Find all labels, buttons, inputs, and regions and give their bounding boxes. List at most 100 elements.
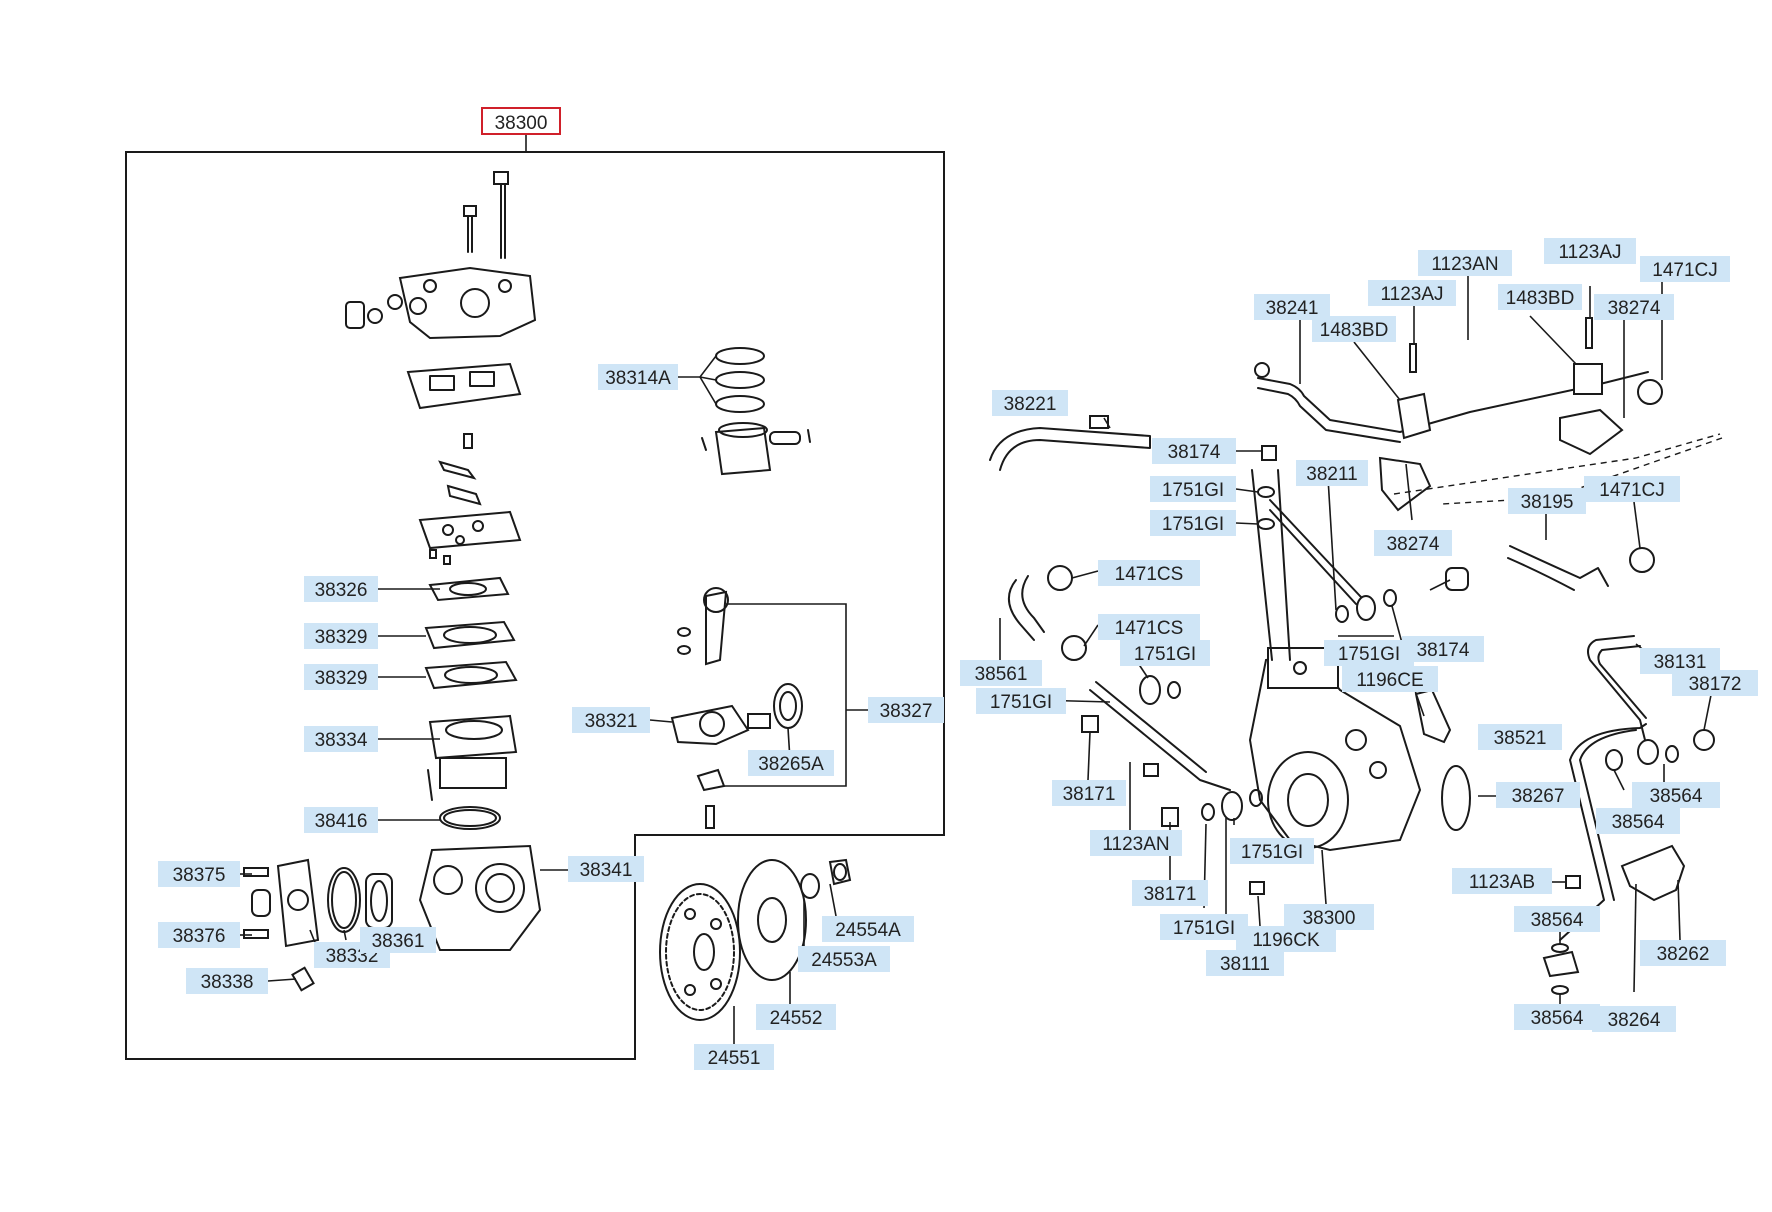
- part-label[interactable]: 38274: [1374, 530, 1452, 556]
- svg-text:38334: 38334: [315, 730, 368, 751]
- part-label[interactable]: 38211: [1296, 460, 1368, 486]
- svg-text:38321: 38321: [585, 711, 638, 732]
- part-label[interactable]: 38171: [1132, 880, 1208, 906]
- svg-text:38376: 38376: [173, 926, 226, 947]
- svg-text:1196CK: 1196CK: [1252, 930, 1320, 951]
- part-label[interactable]: 38338: [186, 968, 268, 994]
- part-label[interactable]: 38375: [158, 861, 240, 887]
- part-label[interactable]: 38300: [1284, 904, 1374, 930]
- part-label[interactable]: 38561: [960, 660, 1042, 686]
- svg-text:1123AN: 1123AN: [1431, 254, 1498, 275]
- fuel-pump-parts-drawings: [989, 317, 1723, 995]
- part-label[interactable]: 38241: [1254, 294, 1330, 320]
- part-label[interactable]: 24551: [694, 1044, 774, 1070]
- part-label[interactable]: 38334: [304, 726, 378, 752]
- part-label[interactable]: 38327: [868, 697, 944, 723]
- part-label[interactable]: 38267: [1496, 782, 1580, 808]
- part-label[interactable]: 38172: [1672, 670, 1758, 696]
- svg-text:1751GI: 1751GI: [1134, 644, 1196, 665]
- part-label[interactable]: 38521: [1478, 724, 1562, 750]
- part-label[interactable]: 38564: [1596, 808, 1680, 834]
- part-label[interactable]: 1751GI: [1150, 476, 1236, 502]
- part-label[interactable]: 38174: [1152, 438, 1236, 464]
- part-label[interactable]: 38326: [304, 576, 378, 602]
- part-label[interactable]: 38174: [1402, 636, 1484, 662]
- part-label[interactable]: 38564: [1632, 782, 1720, 808]
- part-label[interactable]: 1751GI: [1120, 640, 1210, 666]
- part-label[interactable]: 38262: [1640, 940, 1726, 966]
- part-label[interactable]: 24553A: [798, 946, 890, 972]
- svg-text:38564: 38564: [1612, 812, 1665, 833]
- part-label[interactable]: 38314A: [598, 364, 678, 390]
- part-label[interactable]: 38564: [1514, 906, 1600, 932]
- svg-text:38171: 38171: [1063, 784, 1116, 805]
- svg-text:1471CJ: 1471CJ: [1652, 260, 1718, 281]
- part-label[interactable]: 38131: [1640, 648, 1720, 674]
- part-label[interactable]: 38171: [1052, 780, 1126, 806]
- part-label[interactable]: 38195: [1508, 488, 1586, 514]
- part-label[interactable]: 38329: [304, 623, 378, 649]
- part-label[interactable]: 38265A: [748, 750, 834, 776]
- part-label[interactable]: 1123AN: [1418, 250, 1512, 276]
- part-label[interactable]: 1751GI: [1230, 838, 1314, 864]
- part-label[interactable]: 38111: [1206, 950, 1284, 976]
- svg-text:1751GI: 1751GI: [1173, 918, 1235, 939]
- part-label[interactable]: 38376: [158, 922, 240, 948]
- part-label[interactable]: 38221: [992, 390, 1068, 416]
- svg-text:1751GI: 1751GI: [1162, 480, 1224, 501]
- svg-text:1751GI: 1751GI: [990, 692, 1052, 713]
- part-label[interactable]: 1751GI: [1160, 914, 1248, 940]
- svg-text:1751GI: 1751GI: [1162, 514, 1224, 535]
- svg-text:38326: 38326: [315, 580, 368, 601]
- assembly-frame: [125, 135, 945, 1060]
- part-label[interactable]: 38321: [572, 707, 650, 733]
- svg-text:38375: 38375: [173, 865, 226, 886]
- svg-text:1123AB: 1123AB: [1469, 872, 1535, 893]
- part-label[interactable]: 24552: [756, 1004, 836, 1030]
- part-label[interactable]: 24554A: [822, 916, 914, 942]
- svg-text:1471CJ: 1471CJ: [1599, 480, 1665, 501]
- part-label[interactable]: 38341: [568, 856, 644, 882]
- part-label[interactable]: 1123AN: [1090, 830, 1182, 856]
- svg-text:38172: 38172: [1689, 674, 1742, 695]
- part-label[interactable]: 38329: [304, 664, 378, 690]
- svg-text:38564: 38564: [1531, 1008, 1584, 1029]
- part-label[interactable]: 1471CJ: [1584, 476, 1680, 502]
- part-label[interactable]: 38274: [1594, 294, 1674, 320]
- part-label[interactable]: 1483BD: [1498, 284, 1582, 310]
- svg-text:38341: 38341: [580, 860, 633, 881]
- part-label[interactable]: 1196CK: [1236, 926, 1336, 952]
- svg-text:38241: 38241: [1266, 298, 1319, 319]
- svg-text:38314A: 38314A: [605, 368, 671, 389]
- part-label[interactable]: 1123AJ: [1368, 280, 1456, 306]
- svg-text:38131: 38131: [1654, 652, 1707, 673]
- part-label[interactable]: 38361: [360, 927, 436, 953]
- part-label-main-assembly[interactable]: 38300: [481, 107, 561, 135]
- part-label[interactable]: 1483BD: [1312, 316, 1396, 342]
- svg-text:38111: 38111: [1220, 954, 1270, 975]
- svg-text:38564: 38564: [1531, 910, 1584, 931]
- svg-text:1196CE: 1196CE: [1356, 670, 1423, 691]
- part-label[interactable]: 1196CE: [1342, 666, 1438, 692]
- svg-text:38174: 38174: [1168, 442, 1221, 463]
- svg-text:1751GI: 1751GI: [1241, 842, 1303, 863]
- svg-text:38265A: 38265A: [758, 754, 824, 775]
- svg-text:24554A: 24554A: [835, 920, 901, 941]
- part-label[interactable]: 1123AJ: [1544, 238, 1636, 264]
- svg-text:38274: 38274: [1608, 298, 1661, 319]
- part-label[interactable]: 38264: [1592, 1006, 1676, 1032]
- svg-text:38521: 38521: [1494, 728, 1547, 749]
- part-label[interactable]: 1123AB: [1452, 868, 1552, 894]
- part-label[interactable]: 1751GI: [1150, 510, 1236, 536]
- part-label[interactable]: 38416: [304, 807, 378, 833]
- svg-text:1123AJ: 1123AJ: [1558, 242, 1621, 263]
- svg-text:1123AN: 1123AN: [1102, 834, 1169, 855]
- part-label[interactable]: 1751GI: [976, 688, 1066, 714]
- svg-text:38329: 38329: [315, 627, 368, 648]
- svg-text:24552: 24552: [770, 1008, 823, 1029]
- part-label[interactable]: 38564: [1514, 1004, 1600, 1030]
- part-label[interactable]: 1751GI: [1324, 640, 1414, 666]
- part-label[interactable]: 1471CS: [1098, 560, 1200, 586]
- part-label[interactable]: 1471CS: [1098, 614, 1200, 640]
- part-label[interactable]: 1471CJ: [1640, 256, 1730, 282]
